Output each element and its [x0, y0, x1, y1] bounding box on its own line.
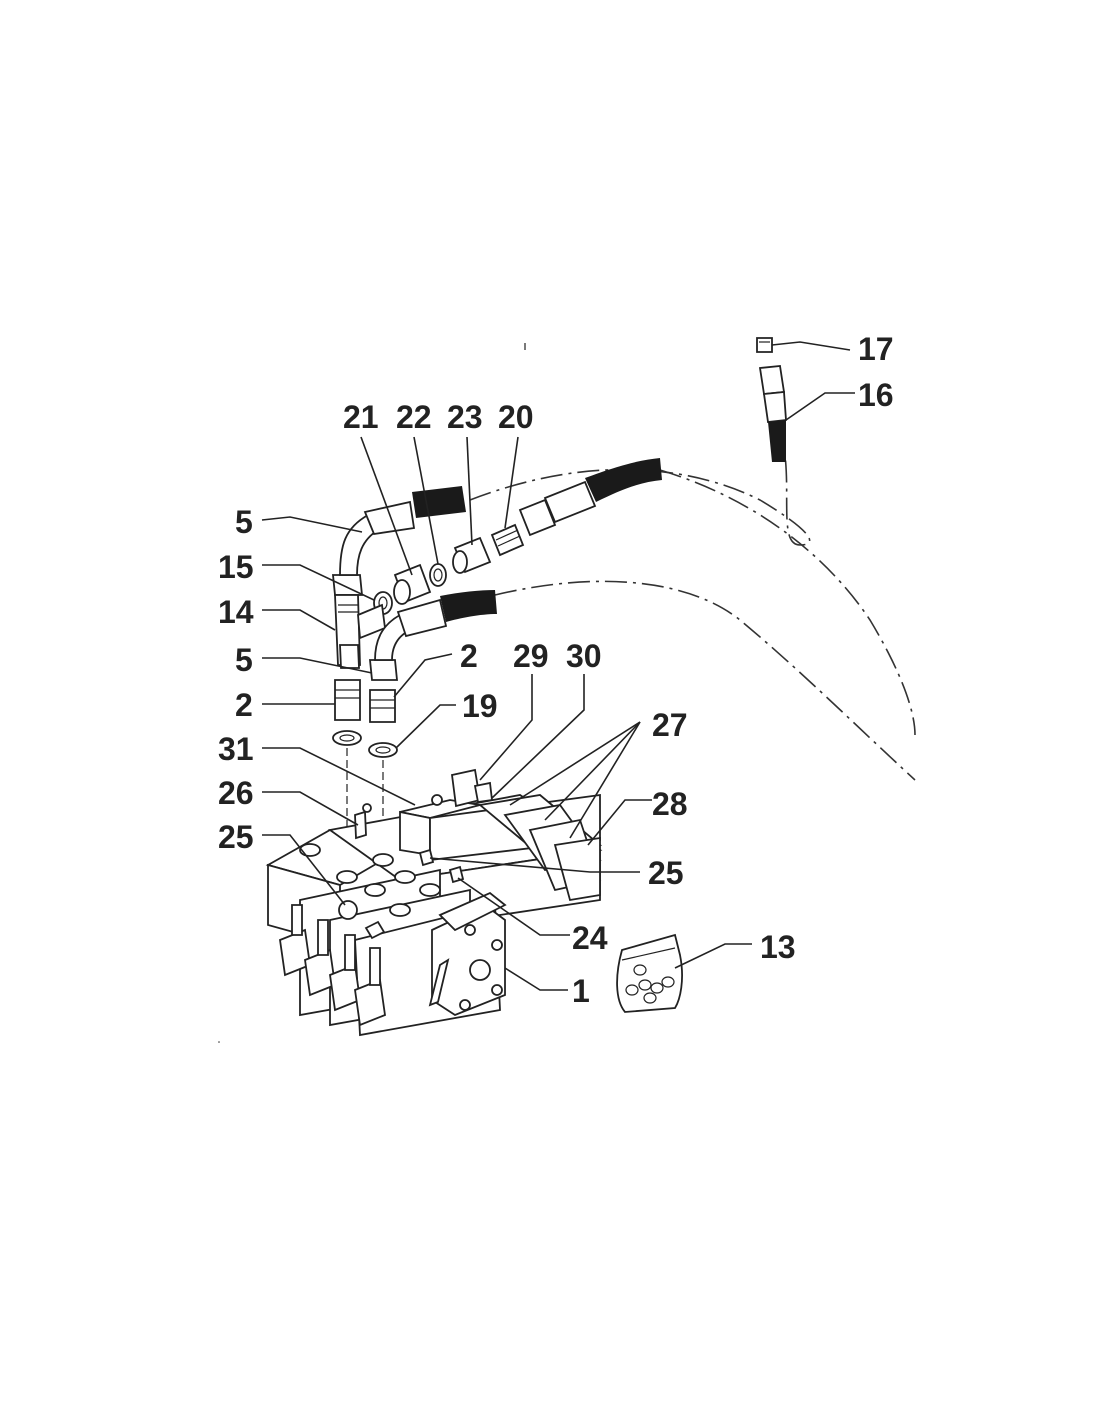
upper-hose-line-right: [659, 469, 916, 736]
leader-lines: [261, 341, 855, 991]
callout-5-upper: 5: [235, 504, 253, 540]
speck-dot: [218, 1041, 220, 1043]
callout-15: 15: [218, 549, 254, 585]
nipple-2-left: [334, 679, 361, 721]
callout-22: 22: [396, 399, 432, 435]
callout-13: 13: [760, 929, 796, 965]
callout-16: 16: [858, 377, 894, 413]
callout-2-right: 2: [460, 638, 478, 674]
callout-25-right: 25: [648, 855, 684, 891]
elbow-fitting-lower: [369, 590, 497, 681]
o-ring-left: [332, 730, 362, 746]
callout-14: 14: [218, 594, 254, 630]
seal-kit-bag-13: [616, 933, 683, 1013]
callout-19: 19: [462, 688, 498, 724]
callout-26: 26: [218, 775, 254, 811]
lower-hose-path: [494, 580, 916, 781]
adapter-21: [393, 563, 432, 605]
callout-2-left: 2: [235, 687, 253, 723]
callout-23: 23: [447, 399, 483, 435]
adapter-20: [490, 523, 525, 557]
callout-25-left: 25: [218, 819, 254, 855]
callout-5-lower: 5: [235, 642, 253, 678]
nipple-2-right: [369, 689, 396, 723]
callout-30: 30: [566, 638, 602, 674]
hose-end-16: [758, 365, 787, 462]
callout-20: 20: [498, 399, 534, 435]
washer-22: [429, 563, 447, 587]
callout-28: 28: [652, 786, 688, 822]
callout-21: 21: [343, 399, 379, 435]
callout-29: 29: [513, 638, 549, 674]
callout-31: 31: [218, 731, 254, 767]
callout-1: 1: [572, 973, 590, 1009]
solenoid-block: [354, 768, 603, 902]
upper-hose-path: [469, 454, 811, 546]
o-ring-19: [368, 742, 398, 758]
valve-bank-1: [265, 794, 603, 1037]
tee-fitting-14: [334, 594, 386, 669]
callout-17: 17: [858, 331, 894, 367]
callout-24: 24: [572, 920, 608, 956]
hose-fitting-17: [756, 337, 773, 353]
adapter-23: [452, 536, 492, 574]
hose-end-upper-right: [518, 458, 662, 537]
callout-27: 27: [652, 707, 688, 743]
